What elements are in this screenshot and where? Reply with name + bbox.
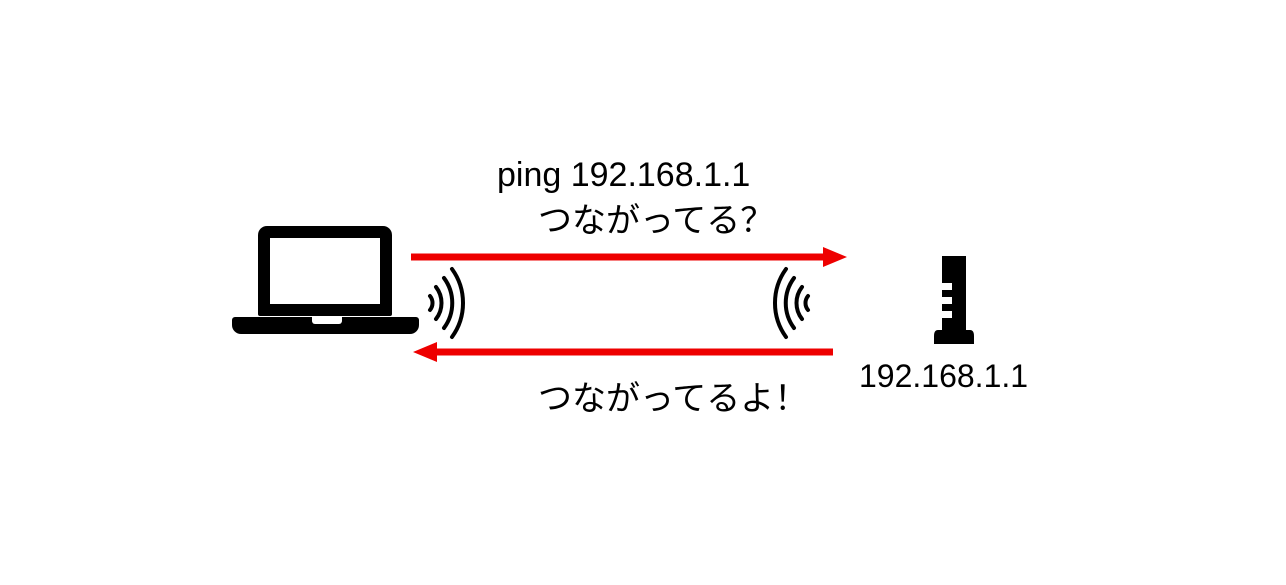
request-arrow <box>405 243 855 271</box>
laptop-trackpad-notch-icon <box>312 317 342 324</box>
wifi-wave-right-icon <box>418 262 498 344</box>
request-question-label: つながってる？ <box>538 202 775 240</box>
laptop-screen-display <box>270 238 380 304</box>
reply-arrow <box>405 338 855 366</box>
wifi-wave-left-icon <box>740 262 820 344</box>
request-command-label: ping 192.168.1.1 <box>497 156 751 194</box>
router-tower-icon <box>928 256 980 344</box>
laptop-base-icon <box>232 317 419 334</box>
router-ip-label: 192.168.1.1 <box>859 358 1029 394</box>
reply-message-label: つながってるよ！ <box>538 380 809 418</box>
laptop-icon <box>232 226 422 338</box>
